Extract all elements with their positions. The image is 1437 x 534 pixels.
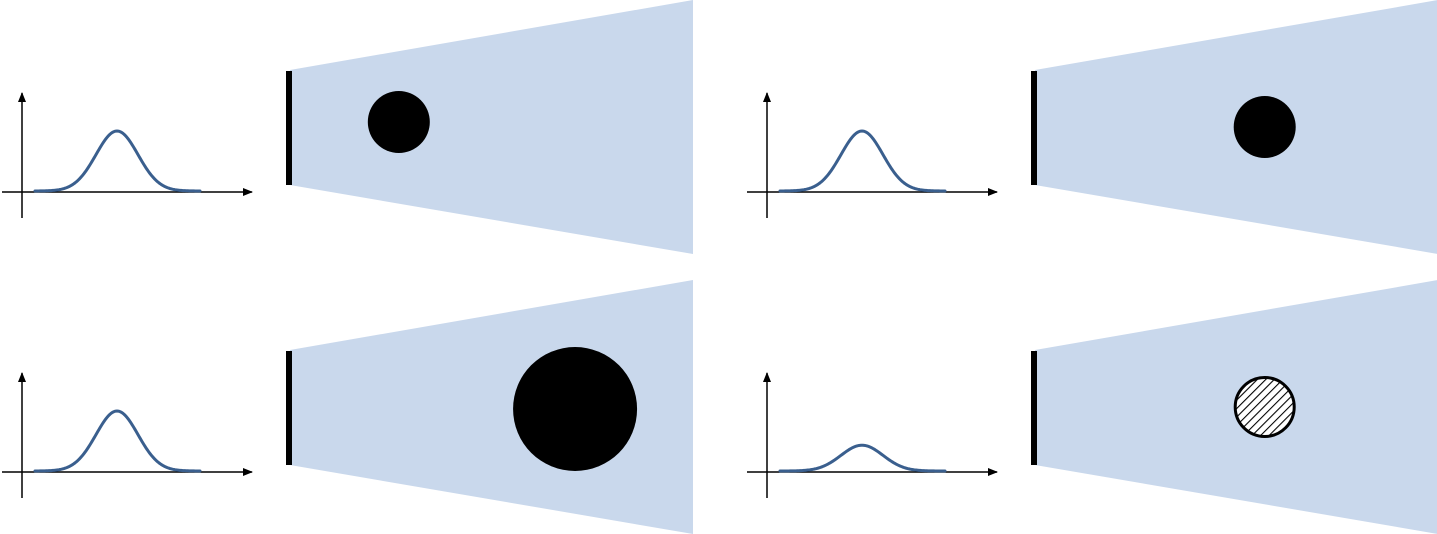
signal-plot <box>2 372 253 498</box>
gaussian-curve <box>778 129 947 193</box>
beam-cone <box>290 280 693 534</box>
panel-bottom-left <box>2 280 693 534</box>
signal-plot <box>747 372 998 498</box>
signal-plot <box>747 92 998 218</box>
gaussian-curve <box>33 409 202 473</box>
signal-plot <box>2 92 253 218</box>
object-solid <box>1233 96 1296 158</box>
detector-bar <box>1031 71 1037 185</box>
object-solid <box>367 91 430 153</box>
beam-cone <box>290 0 693 254</box>
panel-bottom-right <box>747 280 1437 534</box>
object-solid <box>513 347 638 471</box>
gaussian-curve <box>33 129 202 193</box>
detector-bar <box>1031 351 1037 465</box>
detector-bar <box>286 71 292 185</box>
panel-top-right <box>747 0 1437 254</box>
panel-top-left <box>2 0 693 254</box>
object-hatched <box>1233 376 1296 438</box>
detector-bar <box>286 351 292 465</box>
gaussian-curve <box>778 443 947 473</box>
